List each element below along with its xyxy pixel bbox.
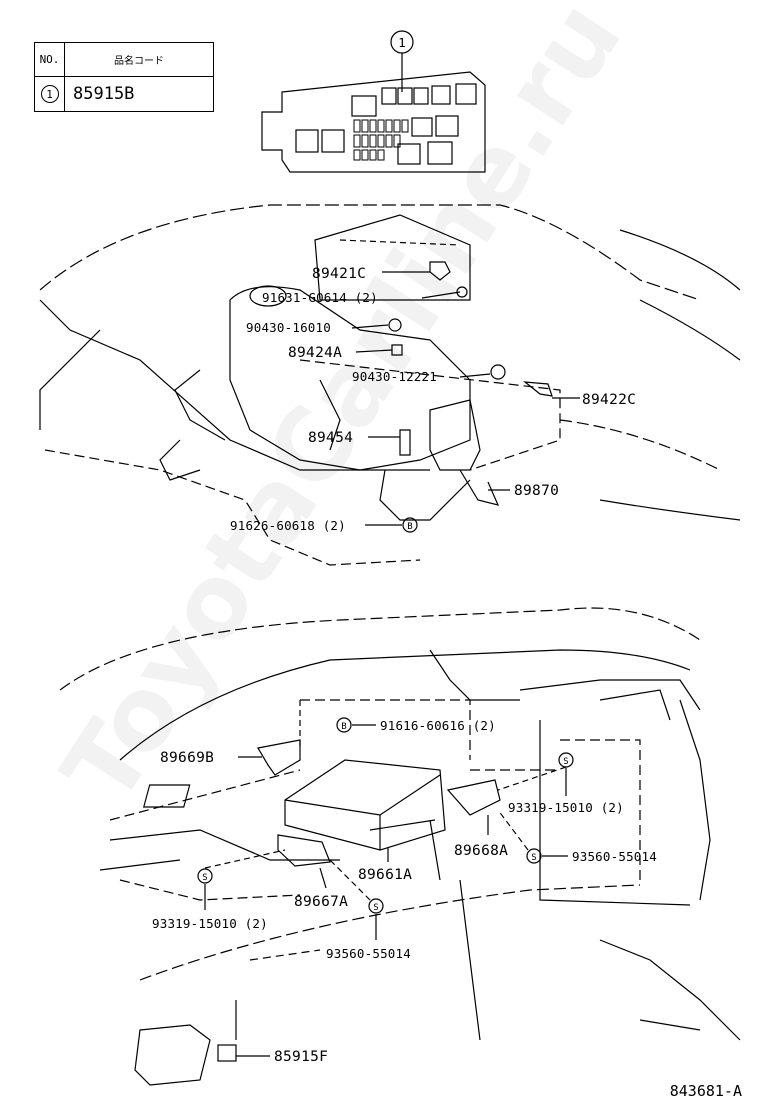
table-header-no: NO.: [35, 43, 65, 77]
diagram-reference-number: 843681-A: [669, 1082, 742, 1100]
parts-code-table: NO. 品名コード 1 85915B: [34, 42, 214, 112]
label-93319-15010-right: 93319-15010 (2): [508, 800, 624, 815]
label-93560-55014-bottom: 93560-55014: [326, 946, 411, 961]
engine-bay-drawing: [39, 204, 741, 566]
screw-symbol-letter: S: [531, 853, 536, 863]
label-89424A: 89424A: [288, 345, 342, 361]
table-row-code: 85915B: [73, 84, 135, 104]
screw-symbol: [197, 868, 213, 884]
label-89421C: 89421C: [312, 266, 366, 282]
bolt-symbol: [402, 517, 418, 533]
label-89870: 89870: [514, 483, 559, 499]
label-90430-12221: 90430-12221: [352, 369, 437, 384]
label-89422C: 89422C: [582, 392, 636, 408]
bolt-symbol-letter: B: [341, 722, 346, 732]
callout-number-1: 1: [398, 35, 406, 50]
label-85915F: 85915F: [274, 1049, 328, 1065]
screw-symbol-letter: S: [373, 903, 378, 913]
label-89668A: 89668A: [454, 843, 508, 859]
label-89669B: 89669B: [160, 750, 214, 766]
table-header-code: 品名コード: [65, 43, 213, 77]
label-90430-16010: 90430-16010: [246, 320, 331, 335]
screw-symbol-letter: S: [563, 757, 568, 767]
bolt-symbol-letter: B: [407, 522, 412, 532]
screw-symbol: [526, 848, 542, 864]
label-93319-15010-left: 93319-15010 (2): [152, 916, 268, 931]
leader-lines-bottom: [204, 724, 568, 1057]
leader-lines-top: [351, 271, 580, 526]
label-91631-G0614: 91631-G0614 (2): [262, 290, 378, 305]
label-93560-55014-right: 93560-55014: [572, 849, 657, 864]
fastener-symbols: B B S S S S: [197, 517, 574, 914]
dashboard-drawing: [59, 607, 741, 1086]
row-number-circle: 1: [40, 85, 59, 103]
label-91626-60618: 91626-60618 (2): [230, 518, 346, 533]
label-91616-60616: 91616-60616 (2): [380, 718, 496, 733]
screw-symbol: [368, 898, 384, 914]
label-89454: 89454: [308, 430, 353, 446]
label-89667A: 89667A: [294, 894, 348, 910]
screw-symbol-letter: S: [202, 873, 207, 883]
bolt-symbol: [336, 717, 352, 733]
label-89661A: 89661A: [358, 867, 412, 883]
relay-box-drawing: 1: [261, 30, 486, 173]
table-row-number: 1: [35, 77, 65, 111]
